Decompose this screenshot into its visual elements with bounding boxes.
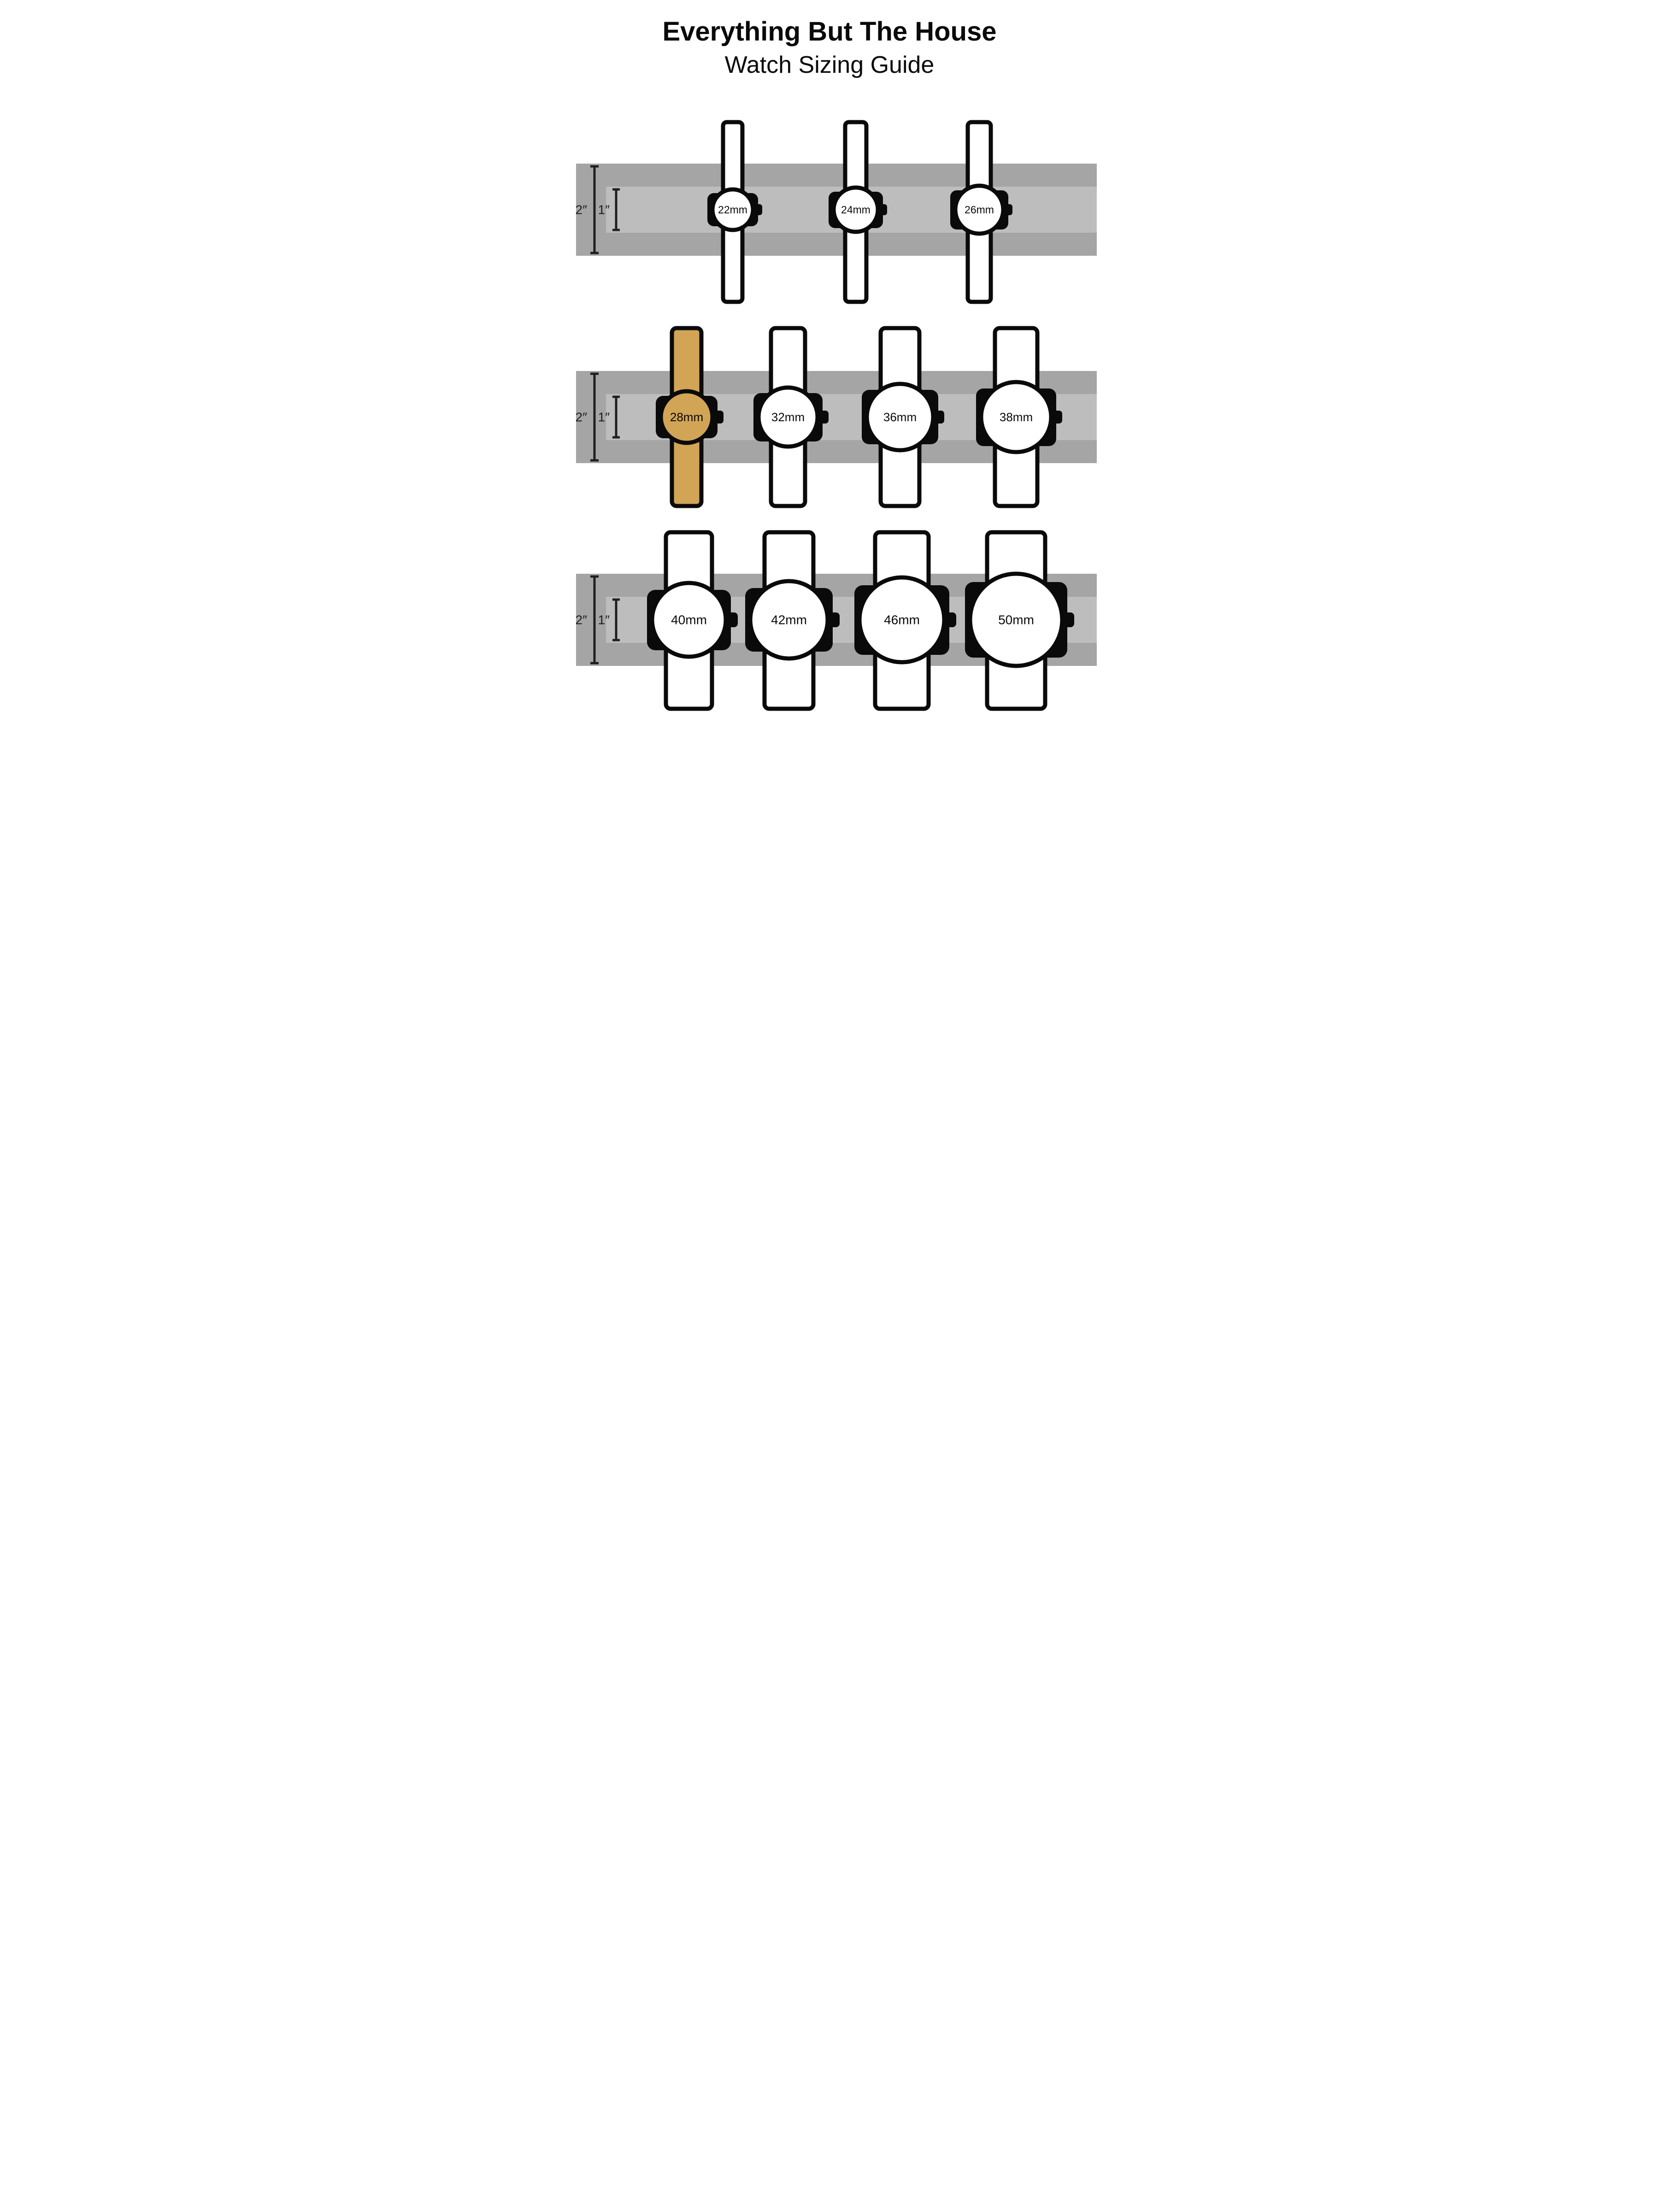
watch-size-label: 28mm xyxy=(670,410,703,424)
ruler-2in-line xyxy=(590,372,599,462)
ruler-1in-line xyxy=(612,188,620,231)
watch-size-label: 38mm xyxy=(1000,410,1033,424)
watch-size-label: 36mm xyxy=(883,410,917,424)
watch-24mm: 24mm xyxy=(829,120,887,304)
watch-crown xyxy=(934,411,944,424)
watch-46mm: 46mm xyxy=(854,530,956,711)
ruler-2in-line xyxy=(590,575,599,665)
watch-22mm: 22mm xyxy=(707,120,762,304)
ruler-1in-line xyxy=(612,395,620,439)
ruler-2in: 2″ xyxy=(576,372,599,462)
watch-size-label: 40mm xyxy=(671,613,707,627)
ruler-2in-label: 2″ xyxy=(576,203,588,217)
watch-case xyxy=(756,385,820,449)
ruler-1in-label: 1″ xyxy=(598,613,610,627)
watch-size-label: 32mm xyxy=(771,410,805,424)
ruler-1in: 1″ xyxy=(598,188,620,231)
watch-42mm: 42mm xyxy=(745,530,840,711)
size-row-large: 2″ 1″ 40mm 42mm 46mm xyxy=(576,530,1097,711)
watch-case xyxy=(953,183,1006,236)
watch-crown xyxy=(879,204,887,215)
watch-size-label: 50mm xyxy=(998,613,1034,627)
watch-50mm: 50mm xyxy=(965,530,1074,711)
watch-40mm: 40mm xyxy=(647,530,738,711)
ruler-2in-line xyxy=(590,165,599,254)
watch-size-label: 26mm xyxy=(965,204,994,216)
watch-32mm: 32mm xyxy=(753,326,829,508)
watch-case-highlighted xyxy=(659,389,715,445)
ruler-1in: 1″ xyxy=(598,395,620,439)
watch-crown xyxy=(754,204,762,215)
watch-sizing-diagram: Everything But The House Watch Sizing Gu… xyxy=(576,17,1097,711)
watch-case xyxy=(857,575,947,665)
watch-crown xyxy=(829,612,840,627)
ruler-1in-label: 1″ xyxy=(598,203,610,217)
watch-case xyxy=(650,581,728,659)
watch-crown xyxy=(713,411,724,424)
watch-crown xyxy=(945,612,956,627)
ruler-2in: 2″ xyxy=(576,575,599,665)
page-title: Everything But The House xyxy=(662,17,996,47)
watch-36mm: 36mm xyxy=(862,326,944,508)
size-row-small: 2″ 1″ 22mm 24mm 26mm xyxy=(576,120,1097,304)
ruler-2in-label: 2″ xyxy=(576,613,588,627)
watch-case xyxy=(979,380,1053,454)
watch-case xyxy=(831,185,880,234)
watch-size-label: 46mm xyxy=(884,613,920,627)
watch-size-label: 22mm xyxy=(718,204,747,216)
ruler-1in-line xyxy=(612,598,620,641)
ruler-1in-label: 1″ xyxy=(598,410,610,424)
watch-38mm: 38mm xyxy=(976,326,1062,508)
ruler-1in: 1″ xyxy=(598,598,620,641)
watch-crown xyxy=(1052,411,1062,424)
watch-size-label: 24mm xyxy=(841,204,871,216)
watch-28mm-highlighted: 28mm xyxy=(656,326,724,508)
watch-case xyxy=(710,187,755,232)
watch-case xyxy=(748,579,830,661)
watch-crown xyxy=(1004,204,1012,215)
watch-crown xyxy=(1063,612,1074,627)
watch-sizing-guide-page: Everything But The House Watch Sizing Gu… xyxy=(562,0,1097,713)
ruler-2in: 2″ xyxy=(576,165,599,254)
watch-case xyxy=(865,382,935,453)
ruler-2in-label: 2″ xyxy=(576,410,588,424)
watch-26mm: 26mm xyxy=(950,120,1012,304)
size-row-medium: 2″ 1″ 28mm 32mm 36mm xyxy=(576,326,1097,508)
page-subtitle: Watch Sizing Guide xyxy=(725,52,935,78)
watch-crown xyxy=(818,411,829,424)
watch-crown xyxy=(727,612,738,627)
watch-size-label: 42mm xyxy=(771,613,807,627)
watch-case xyxy=(968,571,1065,668)
